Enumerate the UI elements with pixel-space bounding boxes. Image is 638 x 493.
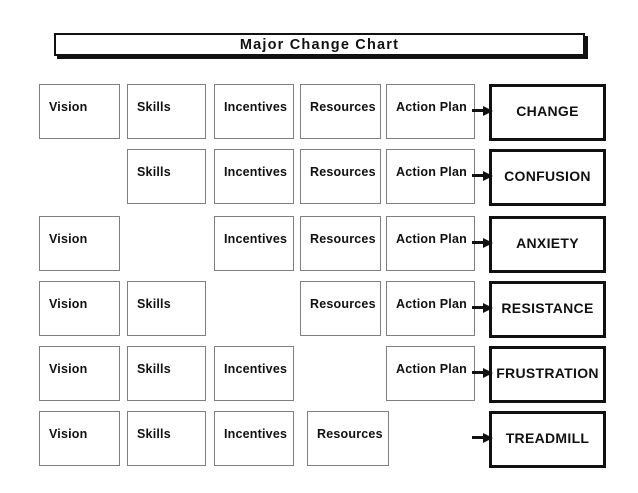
cell-vision: Vision (39, 281, 120, 336)
outcome-box: ANXIETY (489, 216, 606, 273)
cell-skills: Skills (127, 149, 206, 204)
cell-vision: Vision (39, 84, 120, 139)
cell-vision: Vision (39, 411, 120, 466)
cell-incentives: Incentives (214, 149, 294, 204)
cell-resources: Resources (300, 84, 381, 139)
cell-resources: Resources (300, 216, 381, 271)
chart-row-anxiety: Vision Incentives Resources Action Plan … (0, 216, 638, 273)
cell-action-plan: Action Plan (386, 216, 475, 271)
chart-row-change: Vision Skills Incentives Resources Actio… (0, 84, 638, 141)
cell-vision: Vision (39, 216, 120, 271)
cell-action-plan: Action Plan (386, 281, 475, 336)
cell-incentives: Incentives (214, 411, 294, 466)
cell-incentives: Incentives (214, 216, 294, 271)
cell-resources: Resources (300, 149, 381, 204)
outcome-box: CHANGE (489, 84, 606, 141)
right-arrow-icon (472, 432, 493, 443)
chart-row-frustration: Vision Skills Incentives Action Plan FRU… (0, 346, 638, 403)
right-arrow-icon (472, 170, 493, 181)
cell-skills: Skills (127, 411, 206, 466)
outcome-box: FRUSTRATION (489, 346, 606, 403)
right-arrow-icon (472, 237, 493, 248)
outcome-box: TREADMILL (489, 411, 606, 468)
cell-resources: Resources (300, 281, 381, 336)
cell-action-plan: Action Plan (386, 346, 475, 401)
cell-vision: Vision (39, 346, 120, 401)
chart-title: Major Change Chart (239, 36, 400, 53)
right-arrow-icon (472, 105, 493, 116)
outcome-box: RESISTANCE (489, 281, 606, 338)
cell-resources: Resources (307, 411, 389, 466)
cell-action-plan: Action Plan (386, 149, 475, 204)
cell-incentives: Incentives (214, 84, 294, 139)
chart-row-treadmill: Vision Skills Incentives Resources TREAD… (0, 411, 638, 468)
chart-row-resistance: Vision Skills Resources Action Plan RESI… (0, 281, 638, 338)
chart-row-confusion: Skills Incentives Resources Action Plan … (0, 149, 638, 206)
cell-action-plan: Action Plan (386, 84, 475, 139)
cell-incentives: Incentives (214, 346, 294, 401)
cell-skills: Skills (127, 281, 206, 336)
cell-skills: Skills (127, 84, 206, 139)
right-arrow-icon (472, 367, 493, 378)
right-arrow-icon (472, 302, 493, 313)
outcome-box: CONFUSION (489, 149, 606, 206)
cell-skills: Skills (127, 346, 206, 401)
chart-title-box: Major Change Chart (54, 33, 585, 56)
